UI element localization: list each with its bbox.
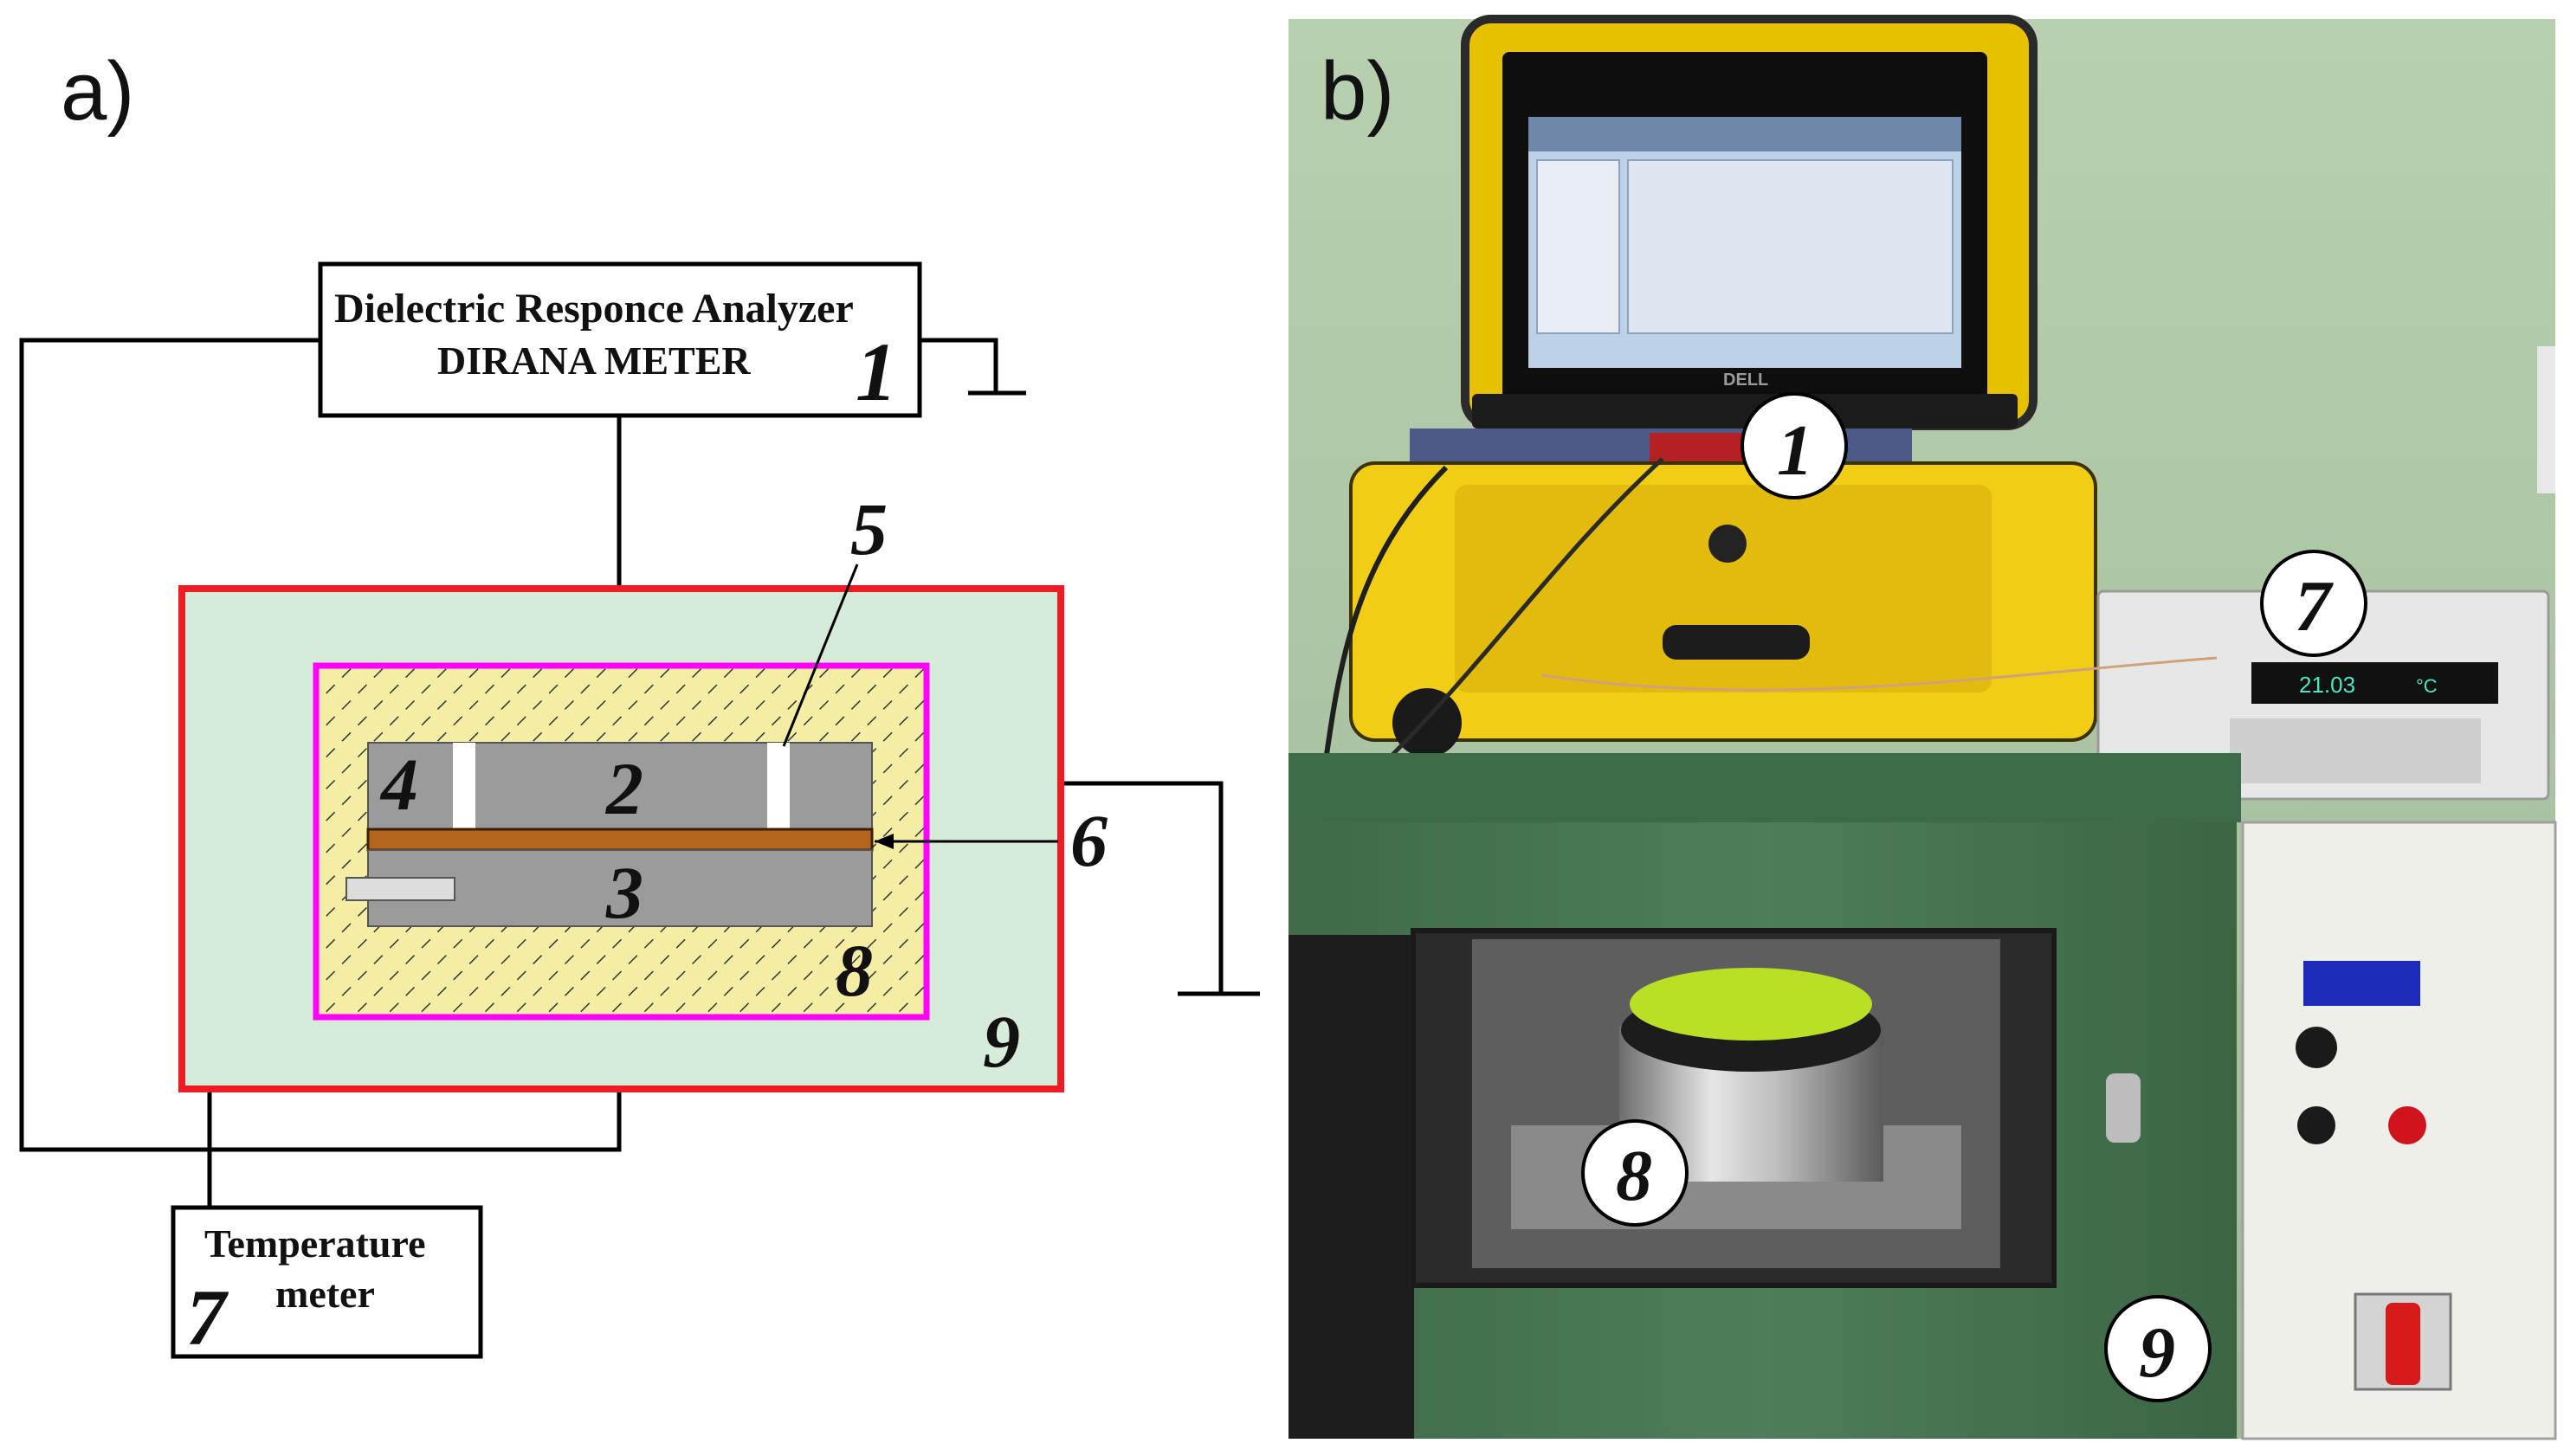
analyzer-title: Dielectric Responce Analyzer	[334, 286, 854, 332]
callout-9: 9	[2104, 1295, 2212, 1402]
label-4: 4	[379, 743, 418, 826]
panel-b-label: b)	[1321, 45, 1394, 138]
label-5: 5	[850, 487, 888, 570]
software-plot-area	[1627, 159, 1954, 334]
panel-b-photo: b) DELL 21.03 °C	[1288, 15, 2557, 1440]
callout-7: 7	[2260, 550, 2367, 657]
thermocouple-wire	[1540, 656, 2218, 692]
label-8: 8	[836, 929, 873, 1012]
thermocouple-probe	[346, 877, 455, 901]
gap-slot-left	[453, 743, 475, 829]
control-lcd	[2303, 961, 2420, 1006]
temperature-meter-box	[171, 1205, 483, 1359]
temperature-meter-number: 7	[186, 1273, 229, 1362]
software-side-panel	[1536, 159, 1620, 334]
oven-top	[1288, 753, 2241, 822]
analyzer-number: 1	[856, 325, 897, 418]
laptop-base	[1472, 394, 2018, 428]
laptop-brand: DELL	[1723, 370, 1768, 390]
panel-a-label: a)	[61, 45, 134, 138]
electrode-cell-green-cover	[1630, 968, 1872, 1040]
thermometer-reading: 21.03	[2299, 672, 2355, 698]
panel-a-schematic: a) 2 3 4 5 6	[19, 45, 1260, 1362]
callout-8: 8	[1581, 1119, 1689, 1227]
software-toolbar	[1528, 117, 1961, 151]
oven-door-latch	[2106, 1073, 2141, 1143]
control-red-button	[2388, 1106, 2426, 1144]
label-2: 2	[604, 747, 643, 830]
case-front-recess	[1455, 485, 1992, 693]
callout-7-number: 7	[2295, 566, 2334, 647]
wire-analyzer-ground	[920, 338, 998, 391]
case-wheel	[1392, 688, 1462, 757]
analyzer-model: DIRANA METER	[437, 338, 751, 383]
case-handle	[1663, 625, 1810, 660]
control-knob	[2296, 1027, 2337, 1068]
thermometer-keypad	[2230, 718, 2481, 783]
temperature-meter-title: Temperature	[204, 1221, 426, 1266]
label-9: 9	[983, 1000, 1020, 1083]
callout-1-number: 1	[1777, 410, 1813, 491]
label-3: 3	[605, 851, 643, 934]
callout-8-number: 8	[1616, 1136, 1652, 1216]
callout-1: 1	[1741, 392, 1848, 499]
thermometer-unit: °C	[2416, 675, 2438, 697]
leader-5	[782, 564, 859, 747]
analyzer-box	[318, 261, 922, 418]
label-6: 6	[1070, 799, 1108, 882]
main-switch-handle	[2386, 1303, 2420, 1385]
callout-9-number: 9	[2139, 1312, 2175, 1393]
control-knob-2	[2297, 1106, 2335, 1144]
case-latch-knob	[1708, 525, 1747, 563]
leader-6-arrowhead	[875, 834, 894, 849]
thermometer-display	[2251, 662, 2498, 704]
sample-layer	[366, 828, 874, 852]
wall-fixture	[2537, 346, 2555, 493]
gap-slot-right	[767, 743, 790, 829]
cable-probe	[1384, 457, 1664, 763]
cable-black	[1321, 465, 1449, 780]
oven-door-left	[1288, 935, 1414, 1439]
temperature-meter-subtitle: meter	[275, 1272, 375, 1316]
